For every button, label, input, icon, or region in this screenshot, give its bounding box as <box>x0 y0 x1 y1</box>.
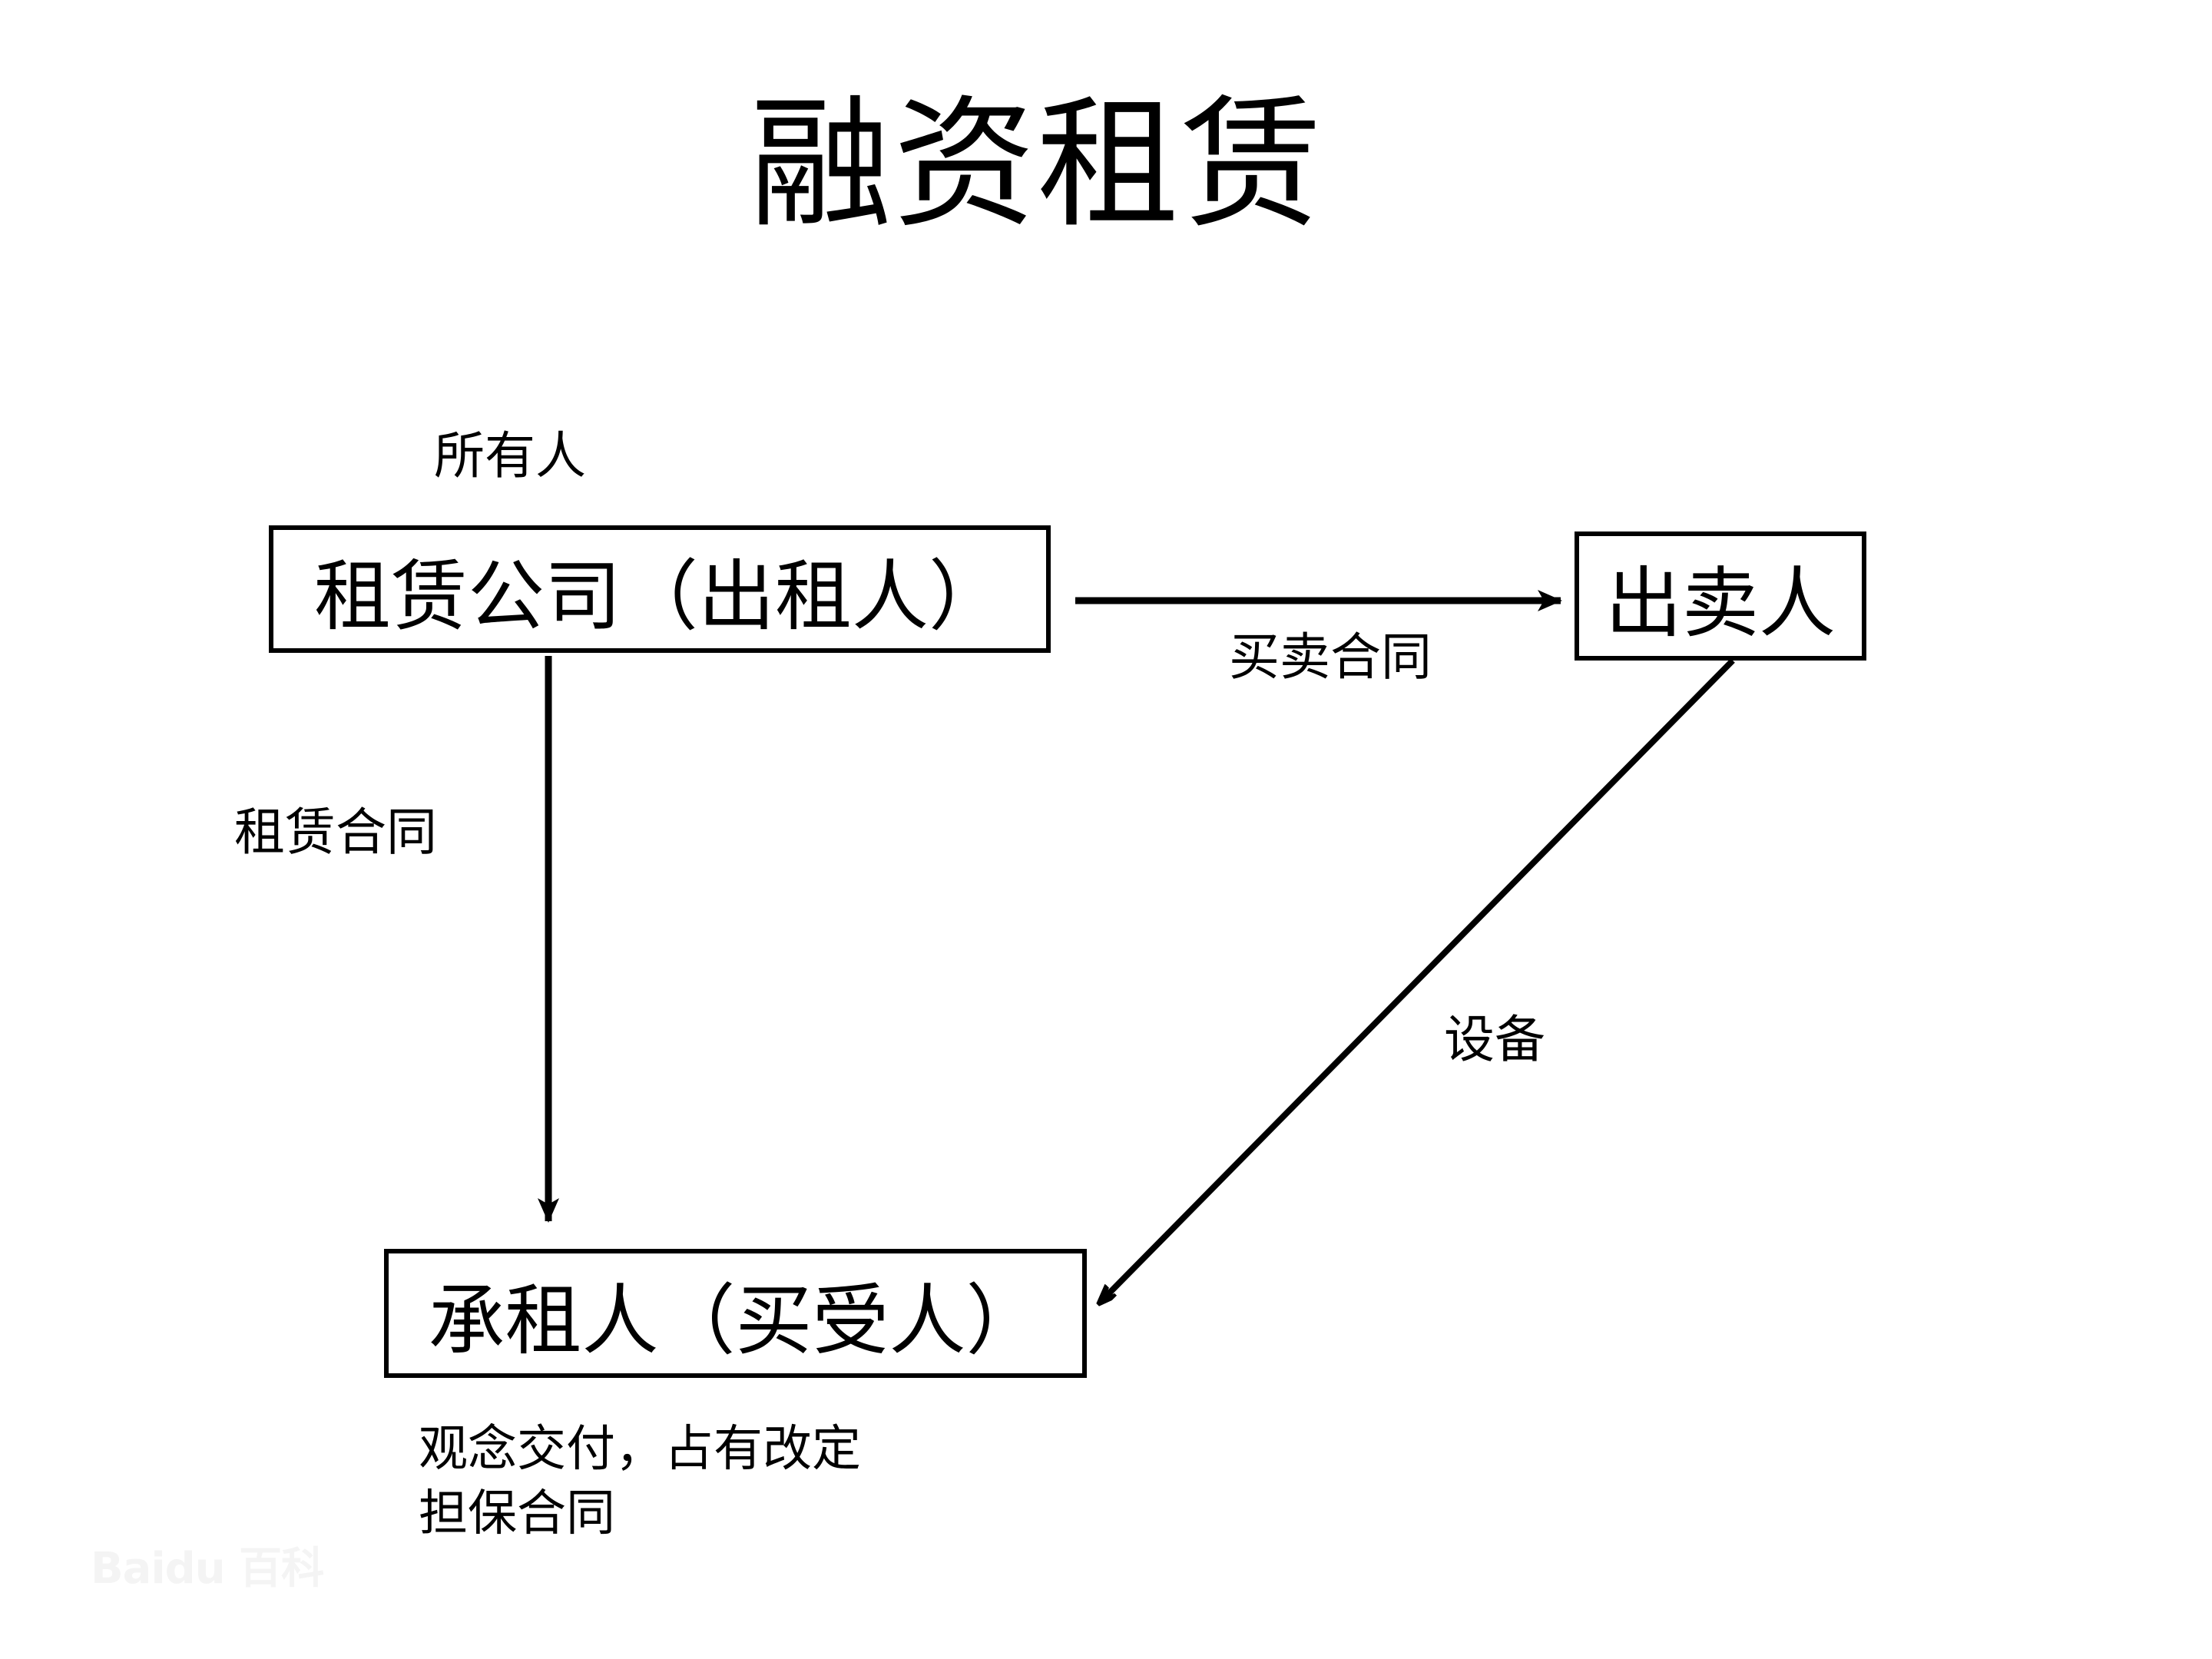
edge-label-lease-contract: 租赁合同 <box>234 803 437 862</box>
node-lessor[interactable]: 租赁公司（出租人） <box>269 525 1051 653</box>
edge-equipment <box>1100 658 1735 1303</box>
edge-label-equipment: 设备 <box>1444 1010 1545 1069</box>
node-lessee-label: 承租人（买受人） <box>428 1275 1043 1366</box>
node-seller-label: 出卖人 <box>1605 558 1836 648</box>
node-lessor-label: 租赁公司（出租人） <box>314 551 1005 641</box>
baidu-baike-watermark: Baidu 百科 <box>91 1544 324 1594</box>
edge-label-sales-contract: 买卖合同 <box>1229 628 1432 687</box>
node-seller[interactable]: 出卖人 <box>1575 531 1866 661</box>
node-lessee[interactable]: 承租人（买受人） <box>384 1249 1087 1378</box>
annotation-delivery-line1: 观念交付，占有改定 <box>419 1421 861 1478</box>
watermark-label: Baidu 百科 <box>91 1544 324 1594</box>
page-title: 融资租赁 <box>750 81 1324 247</box>
annotation-delivery: 观念交付，占有改定 担保合同 <box>419 1417 861 1547</box>
annotation-owner: 所有人 <box>434 426 586 485</box>
annotation-delivery-line2: 担保合同 <box>419 1485 615 1543</box>
